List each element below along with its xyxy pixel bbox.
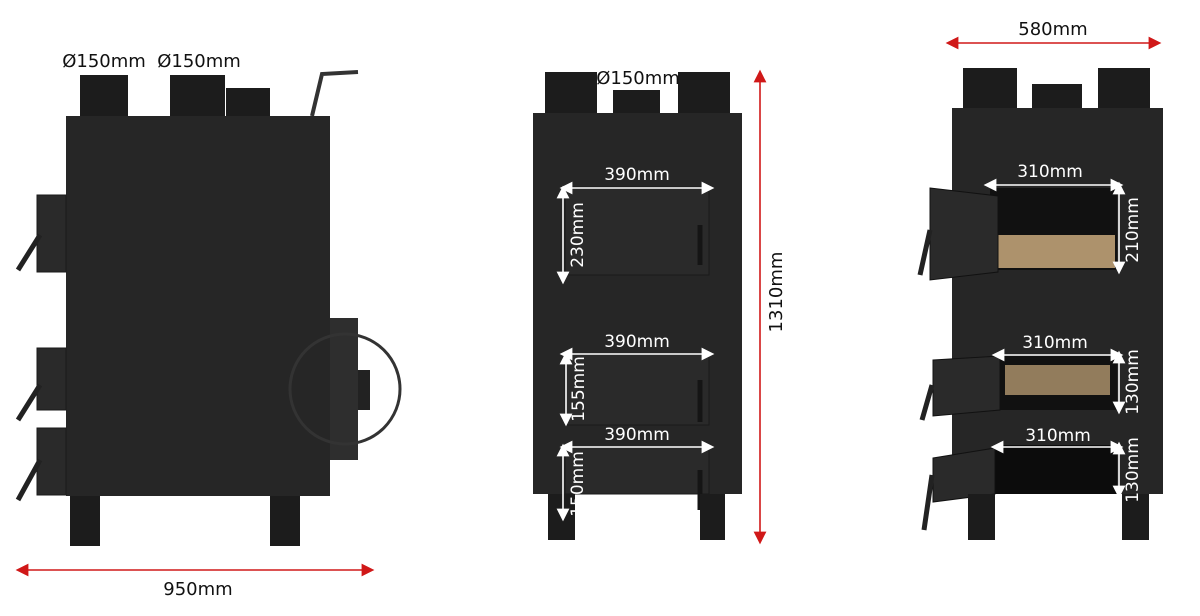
pipe bbox=[678, 72, 730, 114]
width-label: 950mm bbox=[163, 579, 232, 600]
opening-height-label: 210mm bbox=[1123, 197, 1143, 263]
pipe bbox=[963, 68, 1017, 109]
width-label: 580mm bbox=[1018, 19, 1087, 40]
fan bbox=[288, 318, 402, 460]
stove-body bbox=[533, 113, 742, 494]
leg bbox=[968, 494, 1149, 540]
stove-body bbox=[66, 116, 330, 496]
lower-opening bbox=[995, 445, 1117, 494]
door-width-label: 390mm bbox=[604, 165, 670, 185]
pipe bbox=[613, 90, 660, 114]
pipe bbox=[1098, 68, 1150, 109]
front-view: Ø150mm 390mm 230mm 390mm 155mm 390mm 150… bbox=[533, 68, 787, 545]
opening-height-label: 130mm bbox=[1123, 349, 1143, 415]
opening-width-label: 310mm bbox=[1022, 333, 1088, 353]
door-width-label: 390mm bbox=[604, 425, 670, 445]
leg bbox=[70, 496, 300, 546]
pipe bbox=[80, 75, 128, 117]
opening-height-label: 130mm bbox=[1123, 437, 1143, 503]
open-view: 580mm 310mm 210mm 310mm 130mm 310mm 130m… bbox=[917, 19, 1163, 540]
door-height-label: 230mm bbox=[568, 202, 588, 268]
pipe bbox=[226, 88, 270, 117]
open-door bbox=[929, 187, 999, 281]
opening-width-label: 310mm bbox=[1017, 162, 1083, 182]
stove-body bbox=[952, 108, 1163, 494]
height-label: 1310mm bbox=[766, 252, 787, 333]
pipe bbox=[545, 72, 597, 114]
door-width-label: 390mm bbox=[604, 332, 670, 352]
pipe bbox=[170, 75, 225, 117]
pipe-label: Ø150mm bbox=[62, 51, 146, 72]
pipe-label: Ø150mm bbox=[157, 51, 241, 72]
pipe-label: Ø150mm bbox=[596, 68, 680, 89]
side-door bbox=[36, 194, 67, 273]
pipe bbox=[1032, 84, 1082, 109]
door-height-label: 150mm bbox=[568, 451, 588, 517]
open-door bbox=[932, 355, 1001, 417]
side-view: Ø150mm Ø150mm 950mm bbox=[15, 51, 402, 600]
side-door bbox=[36, 347, 67, 411]
open-door bbox=[932, 447, 996, 503]
handle bbox=[310, 70, 359, 117]
opening-width-label: 310mm bbox=[1025, 426, 1091, 446]
door-height-label: 155mm bbox=[569, 356, 589, 422]
